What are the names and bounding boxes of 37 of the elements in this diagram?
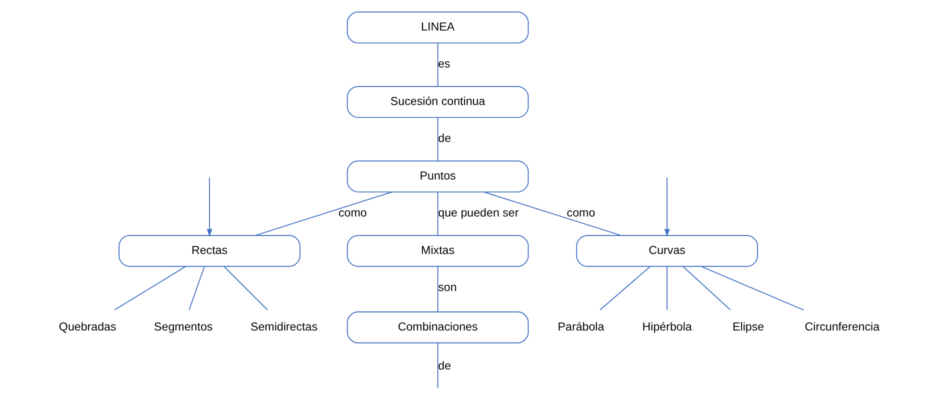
node-box: Sucesión continua (346, 86, 529, 118)
node-text: Hipérbola (642, 320, 692, 334)
node-box: LINEA (346, 12, 529, 44)
edge-label: como (338, 206, 367, 220)
edge-label: es (438, 58, 450, 71)
arrow (206, 176, 212, 237)
node-text: Circunferencia (804, 320, 880, 334)
node-text: Elipse (732, 320, 764, 334)
connector (700, 266, 804, 310)
connector (682, 266, 731, 310)
edge-label: de (438, 360, 452, 373)
connector (114, 266, 186, 310)
connector (600, 266, 651, 310)
connector (437, 117, 438, 162)
connector (437, 342, 438, 389)
edge-label: como (566, 206, 596, 220)
node-box: Combinaciones (346, 311, 529, 344)
node-box: Mixtas (346, 234, 529, 267)
node-box: Curvas (576, 234, 758, 267)
connector (188, 266, 205, 310)
arrow (664, 176, 670, 237)
connector (437, 42, 438, 87)
edge-label: que pueden ser (438, 206, 519, 220)
edge-label: son (438, 281, 457, 294)
edge-label: de (438, 132, 452, 146)
node-box: Puntos (346, 160, 529, 192)
node-text: Parábola (558, 320, 604, 334)
connector (483, 192, 622, 236)
node-text: Segmentos (154, 320, 213, 334)
node-box: Rectas (118, 234, 300, 267)
connector (437, 192, 438, 236)
connector (224, 266, 268, 310)
node-text: Semidirectas (250, 320, 318, 334)
connector (437, 266, 438, 312)
node-text: Quebradas (58, 320, 116, 334)
connector (666, 266, 668, 310)
connector (254, 192, 392, 236)
